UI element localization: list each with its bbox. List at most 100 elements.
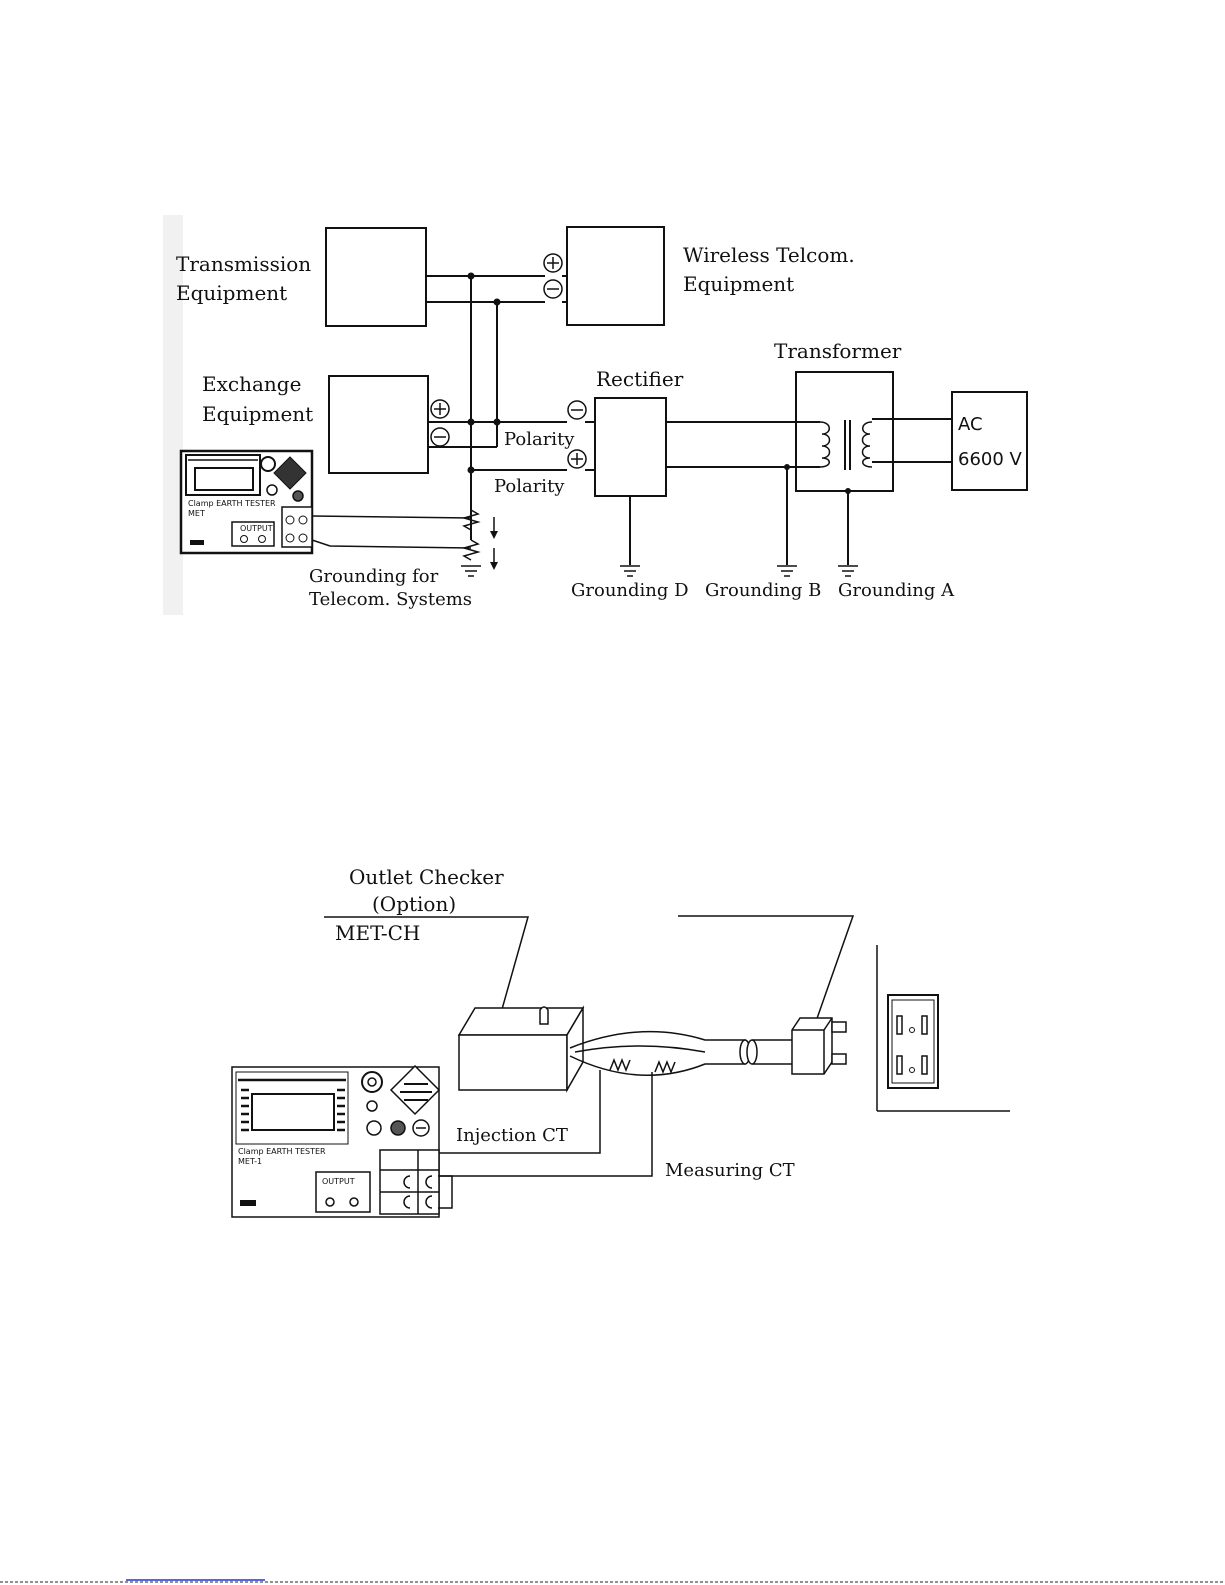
toggle-switch-icon	[539, 1006, 549, 1025]
tester-display	[194, 467, 254, 491]
outlet-checker-device	[457, 1005, 585, 1093]
ct-jack	[403, 1175, 411, 1189]
ct-jack	[425, 1175, 433, 1189]
tester-lead	[311, 539, 472, 549]
outlet-ground-hole	[909, 1067, 915, 1073]
ct-jack	[285, 515, 295, 525]
label-polarity-1: Polarity	[504, 429, 575, 450]
tester-model: MET-1	[238, 1157, 262, 1166]
injection-ct-clamp	[609, 1057, 631, 1073]
junction-dot	[467, 466, 475, 474]
scan-shading	[163, 215, 183, 615]
measuring-ct-clamp	[654, 1059, 676, 1075]
label-rectifier: Rectifier	[596, 367, 684, 391]
tester-button-icon	[292, 490, 304, 502]
ct-jack	[298, 533, 308, 543]
exchange-equipment-box	[328, 375, 429, 474]
label-option: (Option)	[372, 892, 456, 916]
ground-symbol-telecom	[461, 565, 481, 577]
tester-keypad-icon	[389, 1064, 441, 1116]
label-outlet-checker: Outlet Checker	[349, 865, 504, 889]
outlet-slot	[921, 1015, 928, 1035]
plus-symbol	[567, 449, 587, 469]
tester-output-label: OUTPUT	[240, 524, 273, 533]
ground-symbol-b	[777, 565, 797, 577]
label-met-ch: MET-CH	[335, 921, 420, 945]
junction-dot	[493, 298, 501, 306]
ct-jack	[425, 1195, 433, 1209]
ac-source-box	[951, 391, 1028, 491]
label-transmission-equipment: Equipment	[176, 281, 287, 305]
label-transformer: Transformer	[774, 339, 902, 363]
junction-dot	[467, 418, 475, 426]
label-polarity-2: Polarity	[494, 476, 565, 497]
output-jack	[240, 535, 248, 543]
minus-symbol	[567, 400, 587, 420]
power-cable	[574, 1045, 706, 1053]
wall-outlet	[887, 994, 939, 1089]
outlet-slot	[896, 1055, 903, 1075]
label-telecom-systems: Telecom. Systems	[309, 589, 472, 610]
plus-symbol	[543, 253, 563, 273]
label-wireless-equipment: Equipment	[683, 272, 794, 296]
label-grounding-for: Grounding for	[309, 566, 439, 587]
ground-symbol-d	[620, 565, 640, 577]
label-grounding-b: Grounding B	[705, 580, 821, 601]
plug-device	[791, 1017, 847, 1075]
current-arrow-icon	[490, 517, 498, 539]
figure-1-grounding-diagram: Clamp EARTH TESTER MET OUTPUT Transmissi…	[163, 215, 1028, 615]
outlet-ground-hole	[909, 1027, 915, 1033]
plug-prong	[831, 1021, 847, 1033]
label-grounding-d: Grounding D	[571, 580, 689, 601]
label-grounding-a: Grounding A	[838, 580, 955, 601]
label-ac: AC	[958, 414, 983, 435]
tester-button-icon	[390, 1120, 406, 1136]
tester-button-icon	[266, 484, 278, 496]
power-cable	[569, 1030, 746, 1076]
transformer-coils	[819, 420, 873, 470]
tester-lead	[311, 515, 472, 519]
outlet-slot	[921, 1055, 928, 1075]
tester-dial-icon	[260, 456, 276, 472]
label-exchange-equipment: Equipment	[202, 402, 313, 426]
rectifier-box	[594, 397, 667, 497]
leader-line	[324, 916, 529, 1028]
tester-model: MET	[188, 509, 205, 518]
tester-dial-icon	[361, 1071, 383, 1093]
minus-symbol	[430, 427, 450, 447]
injection-ct-lead	[438, 1070, 601, 1154]
output-jack	[349, 1197, 359, 1207]
outlet-slot	[896, 1015, 903, 1035]
tester-dial-icon	[367, 1077, 377, 1087]
ground-symbol-a	[838, 565, 858, 577]
output-jack	[258, 535, 266, 543]
earth-tester-device: Clamp EARTH TESTER MET OUTPUT	[179, 449, 314, 555]
measuring-ct-lead	[438, 1072, 653, 1177]
tester-brand: Clamp EARTH TESTER	[188, 499, 276, 508]
label-voltage: 6600 V	[958, 449, 1023, 470]
leader-line	[678, 915, 855, 1028]
label-wireless: Wireless Telcom.	[683, 243, 855, 267]
output-jack	[325, 1197, 335, 1207]
tester-display	[251, 1093, 335, 1131]
tester-button-icon	[366, 1100, 378, 1112]
minus-symbol	[543, 279, 563, 299]
label-injection-ct: Injection CT	[456, 1125, 568, 1146]
label-measuring-ct: Measuring CT	[665, 1160, 795, 1181]
tester-button-icon	[366, 1120, 382, 1136]
current-arrow-icon	[490, 548, 498, 570]
plug-prong	[831, 1053, 847, 1065]
junction-dot	[467, 272, 475, 280]
telecom-ground-resistor	[461, 509, 481, 561]
earth-tester-device: Clamp EARTH TESTER MET-1 OUTPUT	[231, 1064, 453, 1218]
label-exchange: Exchange	[202, 372, 301, 396]
figure-2-outlet-measurement: Outlet Checker (Option) MET-CH	[231, 865, 1010, 1218]
power-cable	[752, 1039, 792, 1065]
ct-jack	[403, 1195, 411, 1209]
junction-dot	[493, 418, 501, 426]
ct-jack	[285, 533, 295, 543]
ct-jack	[298, 515, 308, 525]
wireless-equipment-box	[566, 226, 665, 326]
tester-brand: Clamp EARTH TESTER	[238, 1147, 326, 1156]
